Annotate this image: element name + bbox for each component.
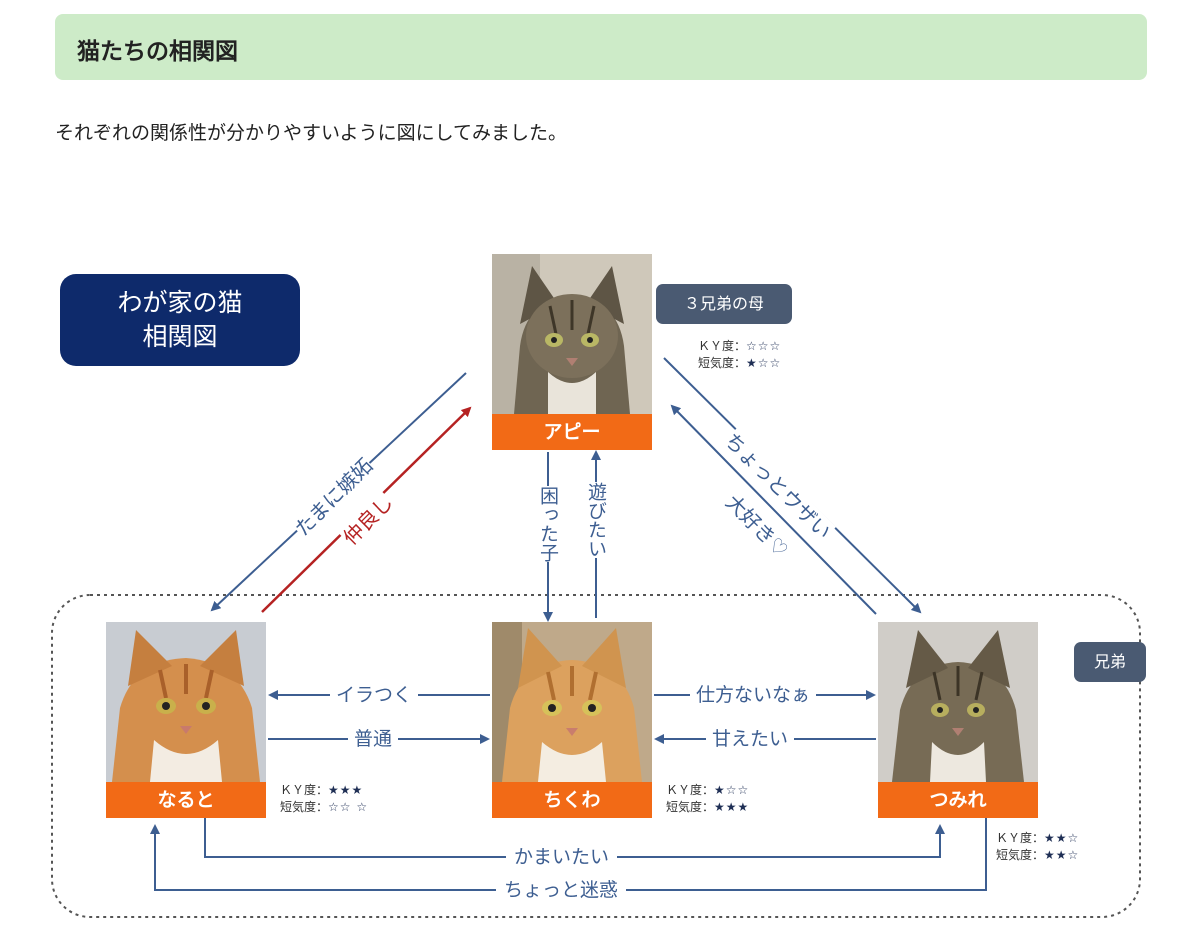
label-api-to-chikuwa: 困った子: [537, 486, 559, 562]
label-tsumire-to-naruto: ちょっと迷惑: [496, 879, 627, 901]
cat-card-chikuwa: ちくわ: [492, 622, 652, 818]
siblings-tag: 兄弟: [1074, 642, 1146, 682]
cat-photo-chikuwa: [492, 622, 652, 782]
ky-label-tsumire: ＫＹ度：: [996, 831, 1045, 845]
section-header: 猫たちの相関図: [55, 14, 1147, 80]
cat-stats-naruto: ＫＹ度：★★★ 短気度：☆☆ ☆: [280, 782, 368, 816]
ky-stars-naruto: ★★★: [328, 783, 364, 797]
ky-label-chikuwa: ＫＹ度：: [666, 783, 715, 797]
cat-card-api: アピー: [492, 254, 652, 450]
label-naruto-to-tsumire: かまいたい: [506, 846, 618, 868]
cat-photo-tsumire: [878, 622, 1038, 782]
tan-stars-tsumire: ★★☆: [1044, 848, 1080, 862]
arrow-tsumire-to-api: [670, 404, 877, 615]
ky-label-naruto: ＫＹ度：: [280, 783, 329, 797]
cat-stats-api: ＫＹ度：☆☆☆ 短気度：★☆☆: [698, 338, 781, 372]
cat-stats-tsumire: ＫＹ度：★★☆ 短気度：★★☆: [996, 830, 1079, 864]
label-chikuwa-to-naruto: イラつく: [330, 684, 419, 706]
tan-label-chikuwa: 短気度：: [666, 800, 715, 814]
tan-stars-chikuwa: ★★★: [714, 800, 750, 814]
tan-stars-api: ★☆☆: [746, 356, 782, 370]
mother-tag: ３兄弟の母: [656, 284, 792, 324]
relationship-diagram: わが家の猫 相関図 アピー ３兄弟の母 ＫＹ度：☆☆☆: [0, 180, 1200, 938]
diagram-title-line1: わが家の猫: [117, 288, 243, 317]
ky-stars-tsumire: ★★☆: [1044, 831, 1080, 845]
section-title: 猫たちの相関図: [77, 39, 238, 65]
cat-name-api: アピー: [492, 414, 652, 450]
tan-stars-naruto: ☆☆ ☆: [328, 800, 369, 814]
label-naruto-to-chikuwa: 普通: [348, 728, 399, 750]
diagram-title-badge: わが家の猫 相関図: [60, 274, 300, 366]
label-chikuwa-to-tsumire: 仕方ないなぁ: [690, 684, 817, 706]
ky-label-api: ＫＹ度：: [698, 339, 747, 353]
intro-text: それぞれの関係性が分かりやすいように図にしてみました。: [55, 122, 568, 144]
cat-name-tsumire: つみれ: [878, 782, 1038, 818]
cat-photo-api: [492, 254, 652, 414]
cat-name-naruto: なると: [106, 782, 266, 818]
tan-label-tsumire: 短気度：: [996, 848, 1045, 862]
cat-card-tsumire: つみれ: [878, 622, 1038, 818]
ky-stars-chikuwa: ★☆☆: [714, 783, 750, 797]
cat-stats-chikuwa: ＫＹ度：★☆☆ 短気度：★★★: [666, 782, 749, 816]
diagram-title-line2: 相関図: [142, 322, 218, 351]
label-chikuwa-to-api: 遊びたい: [585, 482, 607, 558]
label-tsumire-to-chikuwa: 甘えたい: [706, 728, 795, 750]
cat-name-chikuwa: ちくわ: [492, 782, 652, 818]
cat-photo-naruto: [106, 622, 266, 782]
tan-label-naruto: 短気度：: [280, 800, 329, 814]
tan-label-api: 短気度：: [698, 356, 747, 370]
cat-card-naruto: なると: [106, 622, 266, 818]
ky-stars-api: ☆☆☆: [746, 339, 782, 353]
